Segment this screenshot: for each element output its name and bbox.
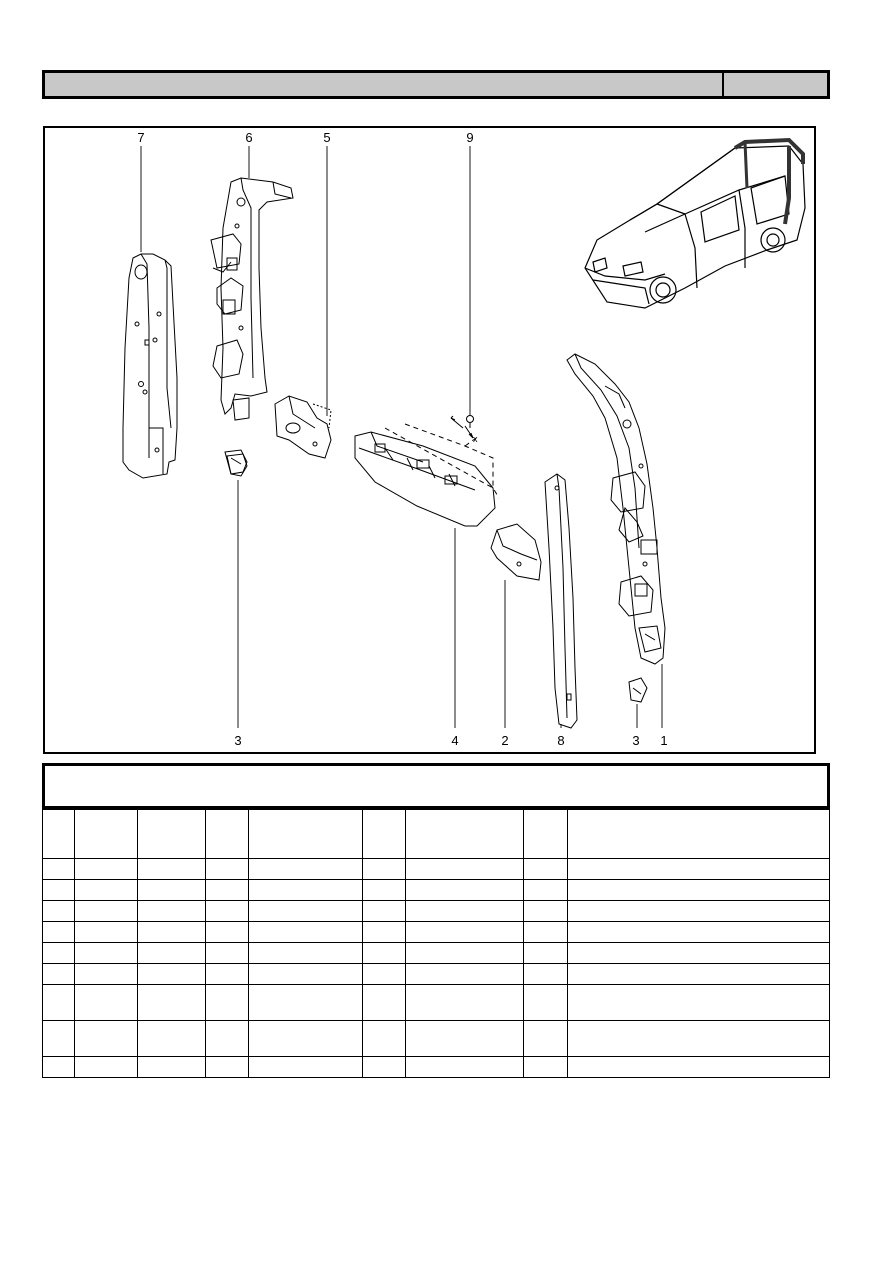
callout-8: 8 bbox=[557, 733, 564, 748]
diagram-canvas: 7 6 5 9 3 4 2 8 3 1 x bbox=[122, 130, 806, 748]
callout-9: 9 bbox=[466, 130, 473, 145]
callout-6: 6 bbox=[245, 130, 252, 145]
table-row bbox=[42, 921, 830, 943]
header-cell bbox=[248, 809, 363, 859]
table-row bbox=[42, 942, 830, 964]
table-header-row bbox=[42, 809, 830, 859]
header-cell bbox=[74, 809, 138, 859]
header-cell bbox=[405, 809, 524, 859]
table-row bbox=[42, 879, 830, 901]
header-reference-cell bbox=[724, 73, 827, 96]
table-row bbox=[42, 900, 830, 922]
exploded-parts-diagram: 7 6 5 9 3 4 2 8 3 1 x bbox=[43, 126, 816, 754]
callout-2: 2 bbox=[501, 733, 508, 748]
part-7-pillar bbox=[122, 253, 178, 479]
header-cell bbox=[205, 809, 249, 859]
table-row bbox=[42, 1056, 830, 1078]
callout-3-left: 3 bbox=[234, 733, 241, 748]
callout-4: 4 bbox=[451, 733, 458, 748]
part-3-clip-right bbox=[628, 677, 648, 703]
table-title-bar bbox=[42, 763, 830, 809]
header-cell bbox=[523, 809, 568, 859]
header-cell bbox=[567, 809, 830, 859]
part-9-fastener bbox=[450, 415, 474, 439]
part-6-pillar bbox=[210, 177, 294, 475]
parts-table bbox=[42, 809, 830, 1078]
fastener-label: x bbox=[473, 434, 478, 444]
callout-5: 5 bbox=[323, 130, 330, 145]
part-8-pillar bbox=[544, 473, 578, 729]
header-cell bbox=[42, 809, 75, 859]
callout-7: 7 bbox=[137, 130, 144, 145]
part-4-crossmember bbox=[354, 423, 500, 527]
part-2-bracket bbox=[490, 523, 542, 581]
part-3-clip-left bbox=[226, 453, 248, 477]
table-row bbox=[42, 858, 830, 880]
header-cell bbox=[137, 809, 206, 859]
callout-1: 1 bbox=[660, 733, 667, 748]
leader-lines bbox=[140, 146, 663, 728]
header-cell bbox=[362, 809, 406, 859]
table-row bbox=[42, 1020, 830, 1057]
part-5-bracket bbox=[274, 395, 332, 459]
table-row bbox=[42, 963, 830, 985]
part-1-pillar bbox=[566, 353, 666, 665]
table-row bbox=[42, 984, 830, 1021]
vehicle-thumbnail bbox=[584, 137, 806, 309]
document-header-bar bbox=[42, 70, 830, 99]
callout-3-right: 3 bbox=[632, 733, 639, 748]
header-title-cell bbox=[45, 73, 724, 96]
